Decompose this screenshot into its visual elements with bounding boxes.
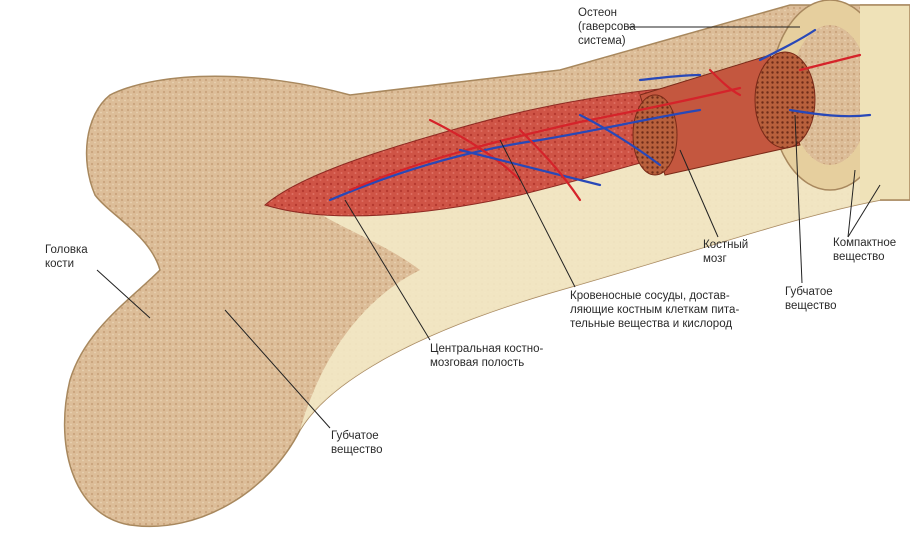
blood-vessels — [328, 28, 872, 202]
label-spongy-bone-right: Губчатое вещество — [785, 286, 837, 312]
label-medullary-cavity: Центральная костно- мозговая полость — [430, 343, 544, 369]
label-bone-marrow: Костный мозг — [703, 239, 749, 265]
label-blood-vessels: Кровеносные сосуды, достав- ляющие костн… — [570, 290, 740, 330]
osteon-cylinder — [632, 51, 816, 176]
label-osteon: Остеон (гаверсова система) — [578, 7, 636, 47]
leader-lines — [96, 26, 881, 429]
label-compact-bone: Компактное вещество — [833, 237, 897, 263]
label-spongy-bone-left: Губчатое вещество — [331, 430, 383, 456]
label-femur-head: Головка кости — [45, 244, 88, 270]
